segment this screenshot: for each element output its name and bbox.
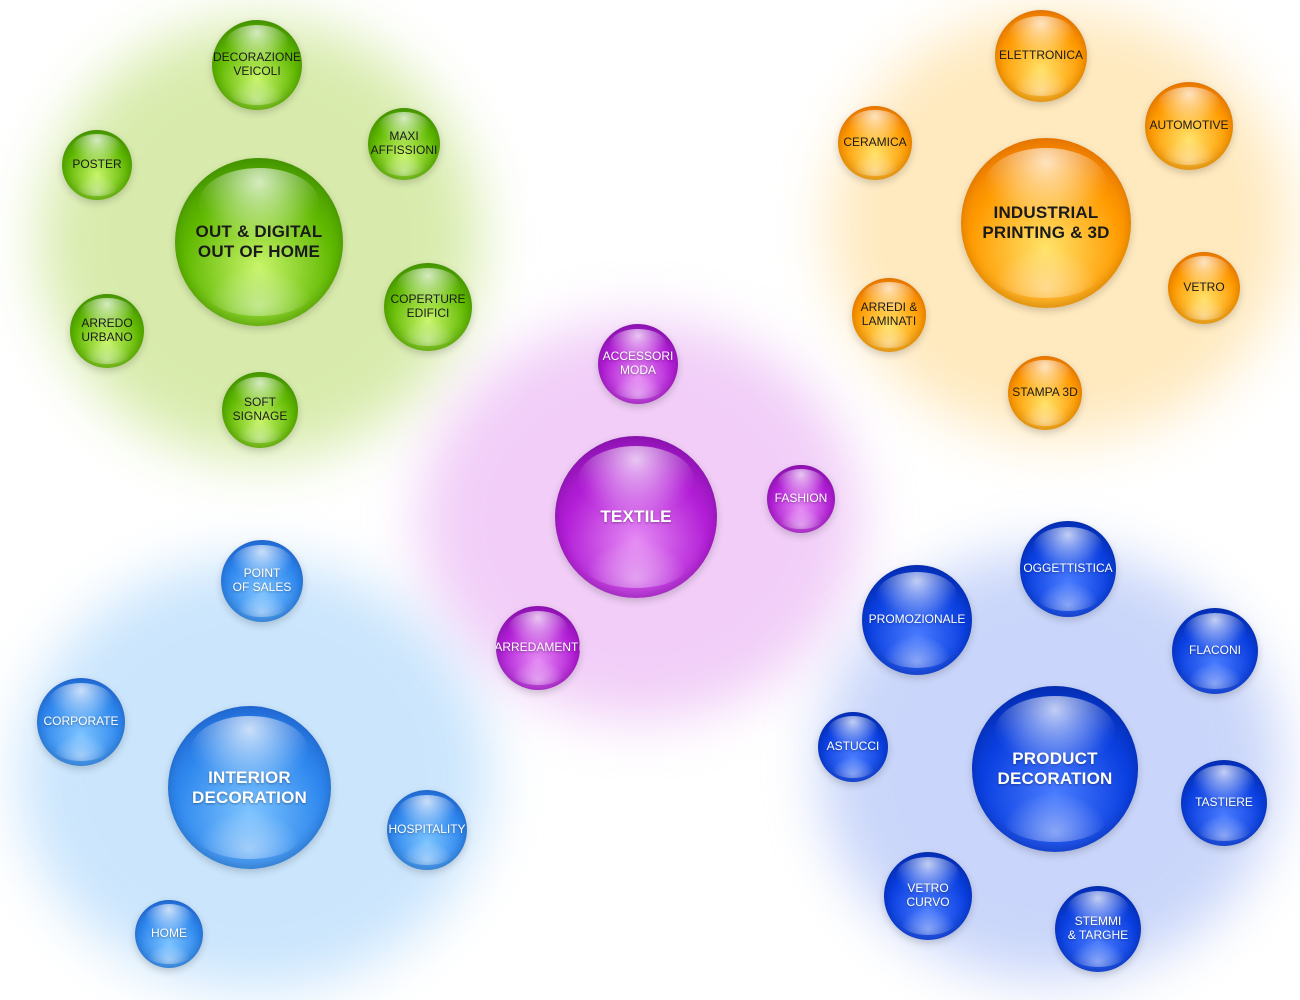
bubble-label: HOME [151,926,187,941]
product-decoration-bubble[interactable]: PRODUCT DECORATION [972,686,1138,852]
bubble-label: ACCESSORI MODA [602,349,674,377]
point-of-sales-bubble[interactable]: POINT OF SALES [221,540,303,622]
bubble-label: CORPORATE [43,714,119,729]
bubble-label: VETRO [1183,280,1225,295]
arredi-laminati-bubble[interactable]: ARREDI & LAMINATI [852,278,926,352]
tastiere-bubble[interactable]: TASTIERE [1181,760,1267,846]
bubble-label: DECORAZIONE VEICOLI [213,50,302,78]
poster-bubble[interactable]: POSTER [62,130,132,200]
arredamenti-bubble[interactable]: ARREDAMENTI [496,606,580,690]
bubble-label: PROMOZIONALE [868,612,966,627]
vetro-bubble[interactable]: VETRO [1168,252,1240,324]
textile-bubble[interactable]: TEXTILE [555,436,717,598]
bubble-label: MAXI AFFISSIONI [370,129,438,157]
accessori-moda-bubble[interactable]: ACCESSORI MODA [598,324,678,404]
automotive-bubble[interactable]: AUTOMOTIVE [1145,82,1233,170]
fashion-bubble[interactable]: FASHION [767,465,835,533]
bubble-label: OGGETTISTICA [1023,561,1113,576]
bubble-label: ASTUCCI [826,739,880,754]
elettronica-bubble[interactable]: ELETTRONICA [995,10,1087,102]
bubble-label: HOSPITALITY [388,822,466,837]
bubble-label: POINT OF SALES [232,566,292,594]
bubble-label: FASHION [774,491,828,506]
bubble-label: VETRO CURVO [906,881,950,909]
coperture-edifici-bubble[interactable]: COPERTURE EDIFICI [384,263,472,351]
oggettistica-bubble[interactable]: OGGETTISTICA [1020,521,1116,617]
bubble-label: INTERIOR DECORATION [191,767,307,807]
arredo-urbano-bubble[interactable]: ARREDO URBANO [70,294,144,368]
home-bubble[interactable]: HOME [135,900,203,968]
bubble-label: ELETTRONICA [999,48,1084,63]
bubble-label: TEXTILE [600,507,672,527]
stampa-3d-bubble[interactable]: STAMPA 3D [1008,356,1082,430]
bubble-label: ARREDO URBANO [81,316,133,344]
bubble-label: CERAMICA [843,135,907,150]
bubble-label: POSTER [72,157,122,172]
vetro-curvo-bubble[interactable]: VETRO CURVO [884,852,972,940]
hospitality-bubble[interactable]: HOSPITALITY [387,790,467,870]
bubble-label: OUT & DIGITAL OUT OF HOME [195,222,323,261]
bubble-label: SOFT SIGNAGE [232,395,288,423]
industrial-printing-bubble[interactable]: INDUSTRIAL PRINTING & 3D [961,138,1131,308]
bubble-label: ARREDI & LAMINATI [860,300,918,328]
soft-signage-bubble[interactable]: SOFT SIGNAGE [222,372,298,448]
bubble-label: STEMMI & TARGHE [1067,914,1129,942]
bubble-label: FLACONI [1188,643,1241,658]
stemmi-targhe-bubble[interactable]: STEMMI & TARGHE [1055,886,1141,972]
bubble-label: AUTOMOTIVE [1149,118,1229,133]
maxi-affissioni-bubble[interactable]: MAXI AFFISSIONI [368,108,440,180]
bubble-label: PRODUCT DECORATION [997,749,1113,788]
astucci-bubble[interactable]: ASTUCCI [818,712,888,782]
corporate-bubble[interactable]: CORPORATE [37,678,125,766]
bubble-label: TASTIERE [1195,795,1253,810]
promozionale-bubble[interactable]: PROMOZIONALE [862,565,972,675]
bubble-label: STAMPA 3D [1012,385,1078,400]
bubble-label: ARREDAMENTI [496,640,580,655]
bubble-label: INDUSTRIAL PRINTING & 3D [982,203,1110,242]
decorazione-veicoli-bubble[interactable]: DECORAZIONE VEICOLI [212,20,302,110]
out-of-home-bubble[interactable]: OUT & DIGITAL OUT OF HOME [175,158,343,326]
flaconi-bubble[interactable]: FLACONI [1172,608,1258,694]
ceramica-bubble[interactable]: CERAMICA [838,106,912,180]
interior-decoration-bubble[interactable]: INTERIOR DECORATION [168,706,331,869]
bubble-label: COPERTURE EDIFICI [390,292,466,320]
